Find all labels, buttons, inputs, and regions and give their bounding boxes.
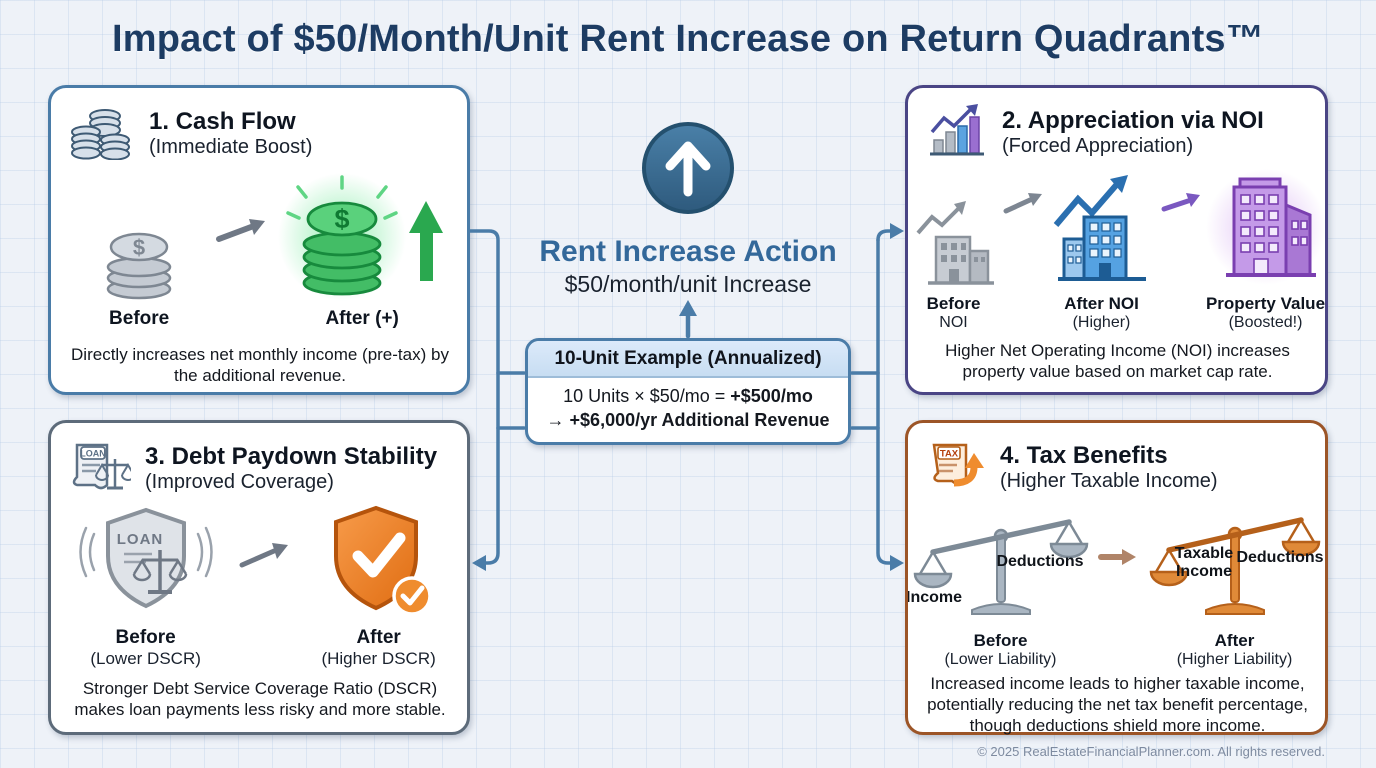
quadrant-tax-benefits: TAX 4. Tax Benefits (Higher Taxable Inco…: [905, 420, 1328, 735]
tax-doc-arrow-icon: TAX: [926, 437, 986, 498]
gray-coins-icon: $: [93, 217, 185, 308]
svg-text:$: $: [133, 235, 145, 260]
example-line1: 10 Units × $50/mo =: [563, 386, 731, 406]
gray-building-icon: [908, 193, 1000, 294]
after-sublabel: (Higher DSCR): [321, 648, 436, 668]
before-sublabel: (Lower DSCR): [90, 648, 201, 668]
quadrant-description: Higher Net Operating Income (NOI) increa…: [945, 340, 1290, 382]
after-label: After (+): [325, 308, 399, 329]
example-box-header: 10-Unit Example (Annualized): [528, 341, 848, 378]
right-arrow-icon: [238, 539, 290, 576]
right-arrow-icon: [1160, 189, 1202, 222]
svg-text:LOAN: LOAN: [80, 449, 106, 459]
example-box: 10-Unit Example (Annualized) 10 Units × …: [525, 338, 851, 445]
shield-loan-text: LOAN: [116, 531, 163, 548]
scale-left-label-line1: Taxable: [1174, 545, 1233, 562]
blue-building-icon: [1046, 173, 1158, 294]
example-line1-bold: +$500/mo: [730, 386, 813, 406]
scale-right-label: Deductions: [1236, 549, 1323, 566]
quadrant-title: 1. Cash Flow: [149, 107, 296, 135]
svg-text:TAX: TAX: [940, 449, 959, 460]
up-arrow-circle-icon: [640, 122, 736, 220]
purple-building-glow-icon: [1204, 165, 1328, 294]
col-sublabel: (Higher): [1072, 313, 1131, 331]
quadrant-description: Increased income leads to higher taxable…: [927, 673, 1308, 736]
coin-stacks-icon: [69, 102, 135, 165]
green-up-arrow-icon: [409, 201, 444, 281]
col-label: Before: [926, 294, 981, 313]
balance-scale-orange-icon: Taxable Income Deductions: [1142, 500, 1328, 631]
quadrant-description: Stronger Debt Service Coverage Ratio (DS…: [74, 679, 446, 720]
action-title: Rent Increase Action: [539, 235, 837, 268]
after-label: After: [1214, 631, 1255, 650]
before-sublabel: (Lower Liability): [944, 650, 1057, 668]
quadrant-cash-flow: 1. Cash Flow (Immediate Boost) $ Before: [48, 85, 470, 395]
after-label: After: [356, 627, 401, 648]
col-sublabel: (Boosted!): [1228, 313, 1303, 331]
orange-shield-check-icon: [316, 504, 442, 627]
quadrant-subtitle: (Improved Coverage): [145, 470, 334, 493]
svg-text:$: $: [335, 204, 350, 234]
col-label: After NOI: [1064, 294, 1139, 313]
quadrant-debt-paydown: LOAN 3. Debt Paydown Stability (Improved…: [48, 420, 470, 735]
scale-left-label: Income: [908, 589, 962, 606]
gray-shield-loan-icon: LOAN: [72, 504, 220, 627]
right-arrow-icon: [1002, 189, 1044, 222]
col-label: Property Value: [1205, 294, 1326, 313]
scale-right-label: Deductions: [996, 553, 1083, 570]
quadrant-description: Directly increases net monthly income (p…: [71, 344, 449, 385]
quadrant-title: 3. Debt Paydown Stability: [145, 442, 438, 470]
loan-scale-doc-icon: LOAN: [69, 437, 135, 500]
example-line2-bold: → +$6,000/yr Additional Revenue: [546, 409, 830, 430]
quadrant-appreciation: 2. Appreciation via NOI (Forced Apprecia…: [905, 85, 1328, 395]
quadrant-subtitle: (Higher Taxable Income): [1000, 469, 1218, 492]
center-action: Rent Increase Action $50/month/unit Incr…: [470, 120, 906, 298]
right-arrow-icon: [1097, 544, 1138, 573]
right-arrow-icon: [215, 215, 267, 252]
scale-left-label-line2: Income: [1175, 563, 1231, 580]
before-label: Before: [973, 631, 1028, 650]
quadrant-title: 2. Appreciation via NOI: [1002, 106, 1264, 134]
action-subtitle: $50/month/unit Increase: [564, 271, 812, 297]
quadrant-title: 4. Tax Benefits: [1000, 441, 1168, 469]
before-label: Before: [109, 308, 170, 329]
page-title: Impact of $50/Month/Unit Rent Increase o…: [112, 18, 1264, 60]
col-sublabel: NOI: [939, 313, 968, 331]
bar-chart-growth-icon: [926, 102, 988, 163]
quadrant-subtitle: (Forced Appreciation): [1002, 134, 1194, 157]
copyright-footer: © 2025 RealEstateFinancialPlanner.com. A…: [977, 744, 1325, 759]
before-label: Before: [115, 627, 176, 648]
example-box-body: 10 Units × $50/mo = +$500/mo → +$6,000/y…: [528, 378, 848, 442]
green-coins-glow-icon: $: [276, 171, 448, 308]
after-sublabel: (Higher Liability): [1176, 650, 1293, 668]
balance-scale-gray-icon: Income Deductions: [905, 500, 1094, 631]
quadrant-subtitle: (Immediate Boost): [149, 135, 313, 158]
